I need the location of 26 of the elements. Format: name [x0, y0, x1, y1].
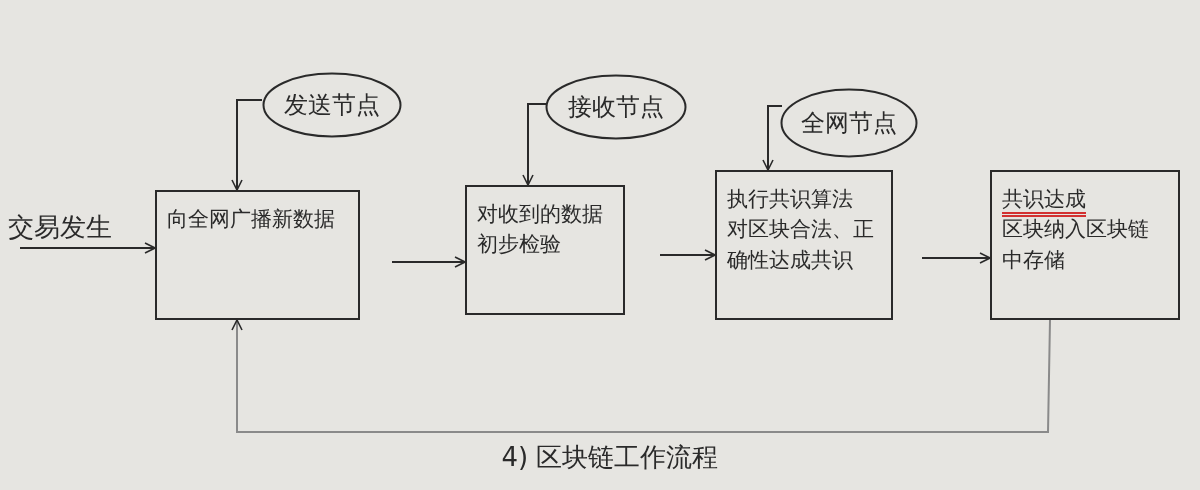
box-text: 区块纳入区块链中存储: [1002, 216, 1150, 274]
caption: 4) 区块链工作流程: [500, 441, 720, 474]
node-label: 发送节点: [284, 90, 380, 121]
node-ellipse: [780, 88, 918, 158]
box-heading: 共识达成: [1002, 186, 1087, 213]
process-box: [715, 170, 893, 320]
start-label: 交易发生: [8, 210, 154, 248]
node-ellipse: [545, 74, 687, 140]
process-box: [465, 185, 625, 315]
arrow: [762, 105, 783, 171]
arrow: [231, 319, 1051, 433]
arrow: [522, 103, 547, 186]
box-text: 对收到的数据初步检验: [477, 201, 604, 259]
arrow: [231, 99, 263, 191]
process-box: [155, 190, 360, 320]
process-box: [990, 170, 1180, 320]
node-label: 全网节点: [801, 108, 897, 139]
arrow: [19, 242, 156, 254]
arrow: [921, 252, 991, 264]
box-text: 向全网广播新数据: [167, 206, 336, 233]
arrow: [659, 249, 716, 261]
arrow: [391, 256, 466, 268]
node-ellipse: [262, 72, 402, 138]
node-label: 接收节点: [568, 92, 664, 123]
box-text: 对区块合法、正确性达成共识: [727, 216, 875, 274]
box-heading: 执行共识算法: [727, 186, 854, 213]
